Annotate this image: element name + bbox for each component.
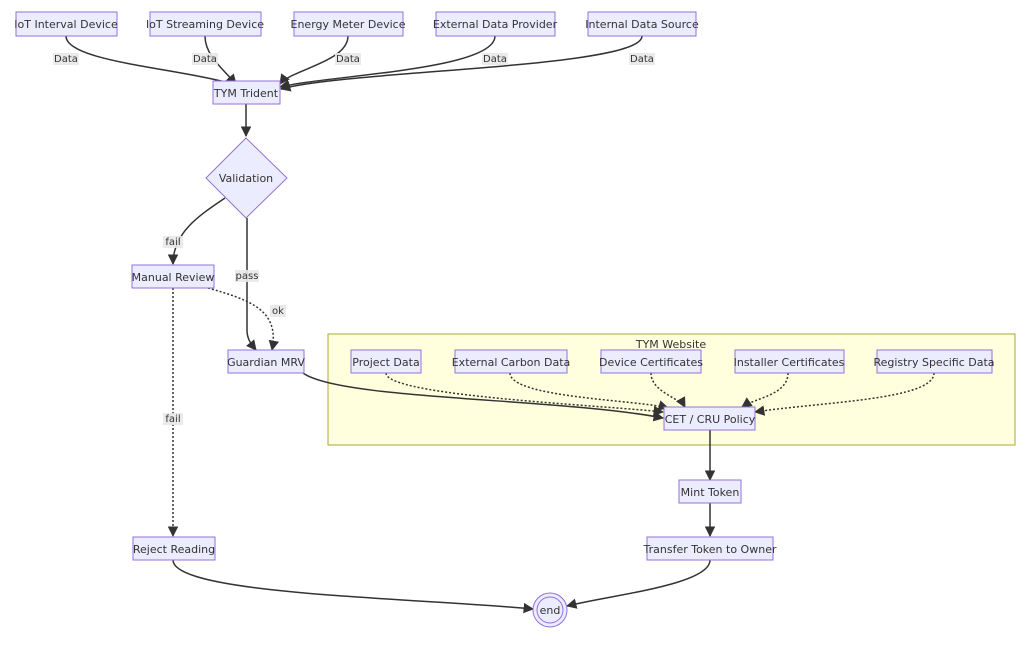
edge-label-data: Data	[630, 54, 654, 65]
edge-labels: Data Data Data Data Data fail pass ok fa…	[53, 53, 655, 425]
edge-label-fail: fail	[165, 414, 180, 425]
node-label: Validation	[219, 172, 273, 185]
node-internal-data-source[interactable]: Internal Data Source	[585, 11, 699, 37]
edge-label-data: Data	[54, 54, 78, 65]
edge-manual-review-ok-to-guardian	[207, 287, 279, 352]
edge-external-provider-to-trident	[278, 35, 496, 90]
node-label: IoT Interval Device	[14, 18, 118, 31]
edge-reject-to-end	[172, 559, 535, 614]
node-validation[interactable]: Validation	[205, 137, 288, 219]
edge-label-data: Data	[483, 54, 507, 65]
node-installer-certificates[interactable]: Installer Certificates	[734, 349, 845, 374]
edge-iot-interval-to-trident	[65, 35, 238, 88]
node-energy-meter-device[interactable]: Energy Meter Device	[291, 11, 406, 37]
edge-validation-fail-to-manual-review	[167, 197, 226, 266]
node-end[interactable]: end	[532, 592, 568, 628]
node-cet-cru-policy[interactable]: CET / CRU Policy	[663, 406, 756, 431]
node-project-data[interactable]: Project Data	[350, 349, 422, 374]
node-label: Device Certificates	[599, 356, 703, 369]
edge-internal-source-to-trident	[279, 35, 643, 92]
edge-installer-certs-to-policy	[741, 372, 789, 408]
node-reject-reading[interactable]: Reject Reading	[132, 536, 216, 561]
edge-device-certs-to-policy	[650, 372, 686, 408]
edge-guardian-to-policy	[302, 372, 665, 422]
node-mint-token[interactable]: Mint Token	[678, 479, 742, 504]
node-iot-interval-device[interactable]: IoT Interval Device	[14, 11, 118, 37]
node-label: TYM Trident	[213, 87, 279, 100]
edge-label-data: Data	[193, 54, 217, 65]
node-guardian-mrv[interactable]: Guardian MRV	[227, 349, 305, 374]
edge-registry-data-to-policy	[753, 372, 935, 416]
edge-project-data-to-policy	[385, 372, 665, 417]
edge-label-ok: ok	[272, 306, 284, 317]
node-label: Transfer Token to Owner	[643, 543, 777, 556]
edges	[65, 35, 935, 614]
edge-transfer-to-end	[565, 559, 711, 609]
node-transfer-token-to-owner[interactable]: Transfer Token to Owner	[643, 536, 777, 561]
node-manual-review[interactable]: Manual Review	[131, 264, 215, 289]
node-label: Internal Data Source	[585, 18, 699, 31]
node-label: CET / CRU Policy	[665, 413, 756, 426]
node-label: end	[540, 604, 561, 617]
node-label: Manual Review	[132, 271, 215, 284]
cluster-title: TYM Website	[635, 338, 707, 351]
node-label: Project Data	[352, 356, 419, 369]
node-label: Mint Token	[681, 486, 740, 499]
node-label: External Data Provider	[433, 18, 558, 31]
node-external-carbon-data[interactable]: External Carbon Data	[452, 349, 571, 374]
node-iot-streaming-device[interactable]: IoT Streaming Device	[146, 11, 264, 37]
edge-label-data: Data	[336, 54, 360, 65]
node-registry-specific-data[interactable]: Registry Specific Data	[873, 349, 995, 374]
edge-validation-pass-to-guardian	[245, 218, 257, 351]
node-label: Installer Certificates	[734, 356, 845, 369]
node-label: IoT Streaming Device	[146, 18, 264, 31]
node-label: Reject Reading	[133, 543, 215, 556]
node-device-certificates[interactable]: Device Certificates	[599, 349, 703, 374]
node-label: Registry Specific Data	[873, 356, 994, 369]
node-external-data-provider[interactable]: External Data Provider	[433, 11, 558, 37]
nodes: IoT Interval Device IoT Streaming Device…	[14, 11, 995, 628]
node-label: Guardian MRV	[227, 356, 305, 369]
node-label: External Carbon Data	[452, 356, 571, 369]
edge-label-fail: fail	[165, 237, 180, 248]
node-tym-trident[interactable]: TYM Trident	[212, 80, 281, 105]
node-label: Energy Meter Device	[291, 18, 406, 31]
edge-label-pass: pass	[236, 271, 259, 282]
